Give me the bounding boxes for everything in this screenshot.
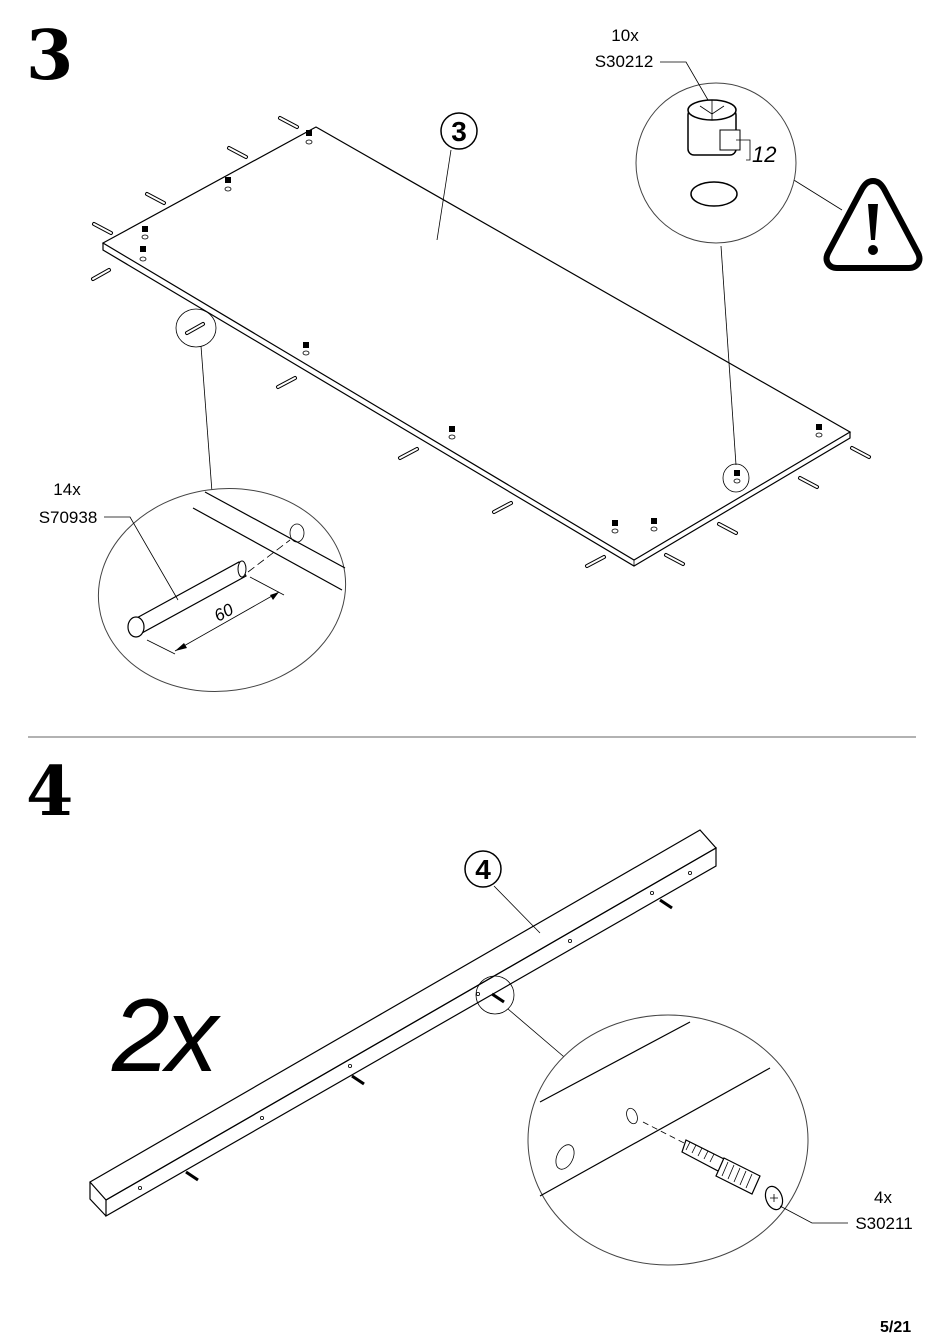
dowel-detail: 60	[85, 346, 359, 707]
cam-lock-detail: 12	[636, 62, 842, 465]
svg-text:3: 3	[451, 116, 467, 147]
bolt-detail	[508, 1009, 848, 1265]
svg-text:12: 12	[752, 142, 776, 167]
bolt-code: S30211	[848, 1212, 920, 1237]
svg-text:4: 4	[475, 854, 491, 885]
zoom-marker-cam	[723, 464, 749, 492]
cam-lock-quantity: 10x	[600, 24, 650, 49]
bolt-quantity: 4x	[858, 1186, 908, 1211]
part-badge-3: 3	[437, 113, 477, 240]
repeat-quantity: 2x	[112, 984, 214, 1088]
part-badge-4: 4	[465, 851, 540, 933]
dowel-code: S70938	[32, 506, 104, 531]
cam-lock-code: S30212	[588, 50, 660, 75]
dowel-quantity: 14x	[42, 478, 92, 503]
page-number: 5/21	[880, 1319, 911, 1337]
warning-icon	[827, 181, 920, 268]
